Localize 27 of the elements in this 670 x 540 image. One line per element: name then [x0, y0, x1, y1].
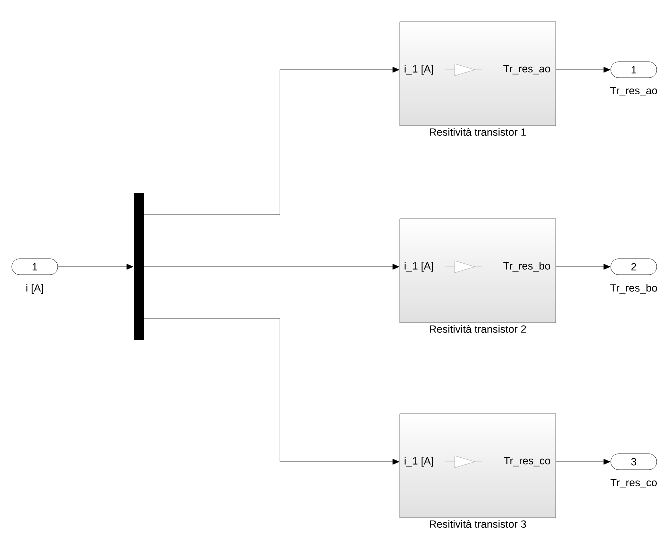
port-label: i_1 [A] [404, 457, 434, 467]
block-label: Resitività transistor 1 [430, 128, 526, 136]
block-label: Resitività transistor 3 [430, 520, 526, 528]
subsystem-block [400, 22, 556, 126]
port-label: Tr_res_bo [504, 262, 550, 272]
block-label: i [A] [26, 284, 44, 294]
port-block: 1 [610, 62, 658, 78]
arrow [556, 264, 610, 270]
arrow [144, 318, 400, 465]
arrow [556, 459, 610, 465]
port-label: Tr_res_co [504, 457, 550, 467]
block-label: Tr_res_bo [610, 284, 658, 294]
port-block: 3 [610, 454, 658, 470]
block-label: Resitività transistor 2 [430, 325, 526, 334]
arrow [58, 264, 134, 270]
block-label: Tr_res_ao [610, 87, 658, 96]
subsystem-block [400, 218, 556, 324]
arrow [556, 67, 610, 73]
port-block: 1 [12, 258, 58, 276]
port-label: Tr_res_ao [504, 65, 550, 75]
arrow [144, 264, 400, 270]
subsystem-block [400, 414, 556, 518]
arrow [144, 67, 400, 216]
block-label: Tr_res_co [610, 479, 657, 488]
port-block: 2 [610, 258, 658, 276]
port-label: i_1 [A] [404, 65, 434, 75]
port-label: i_1 [A] [404, 262, 434, 272]
